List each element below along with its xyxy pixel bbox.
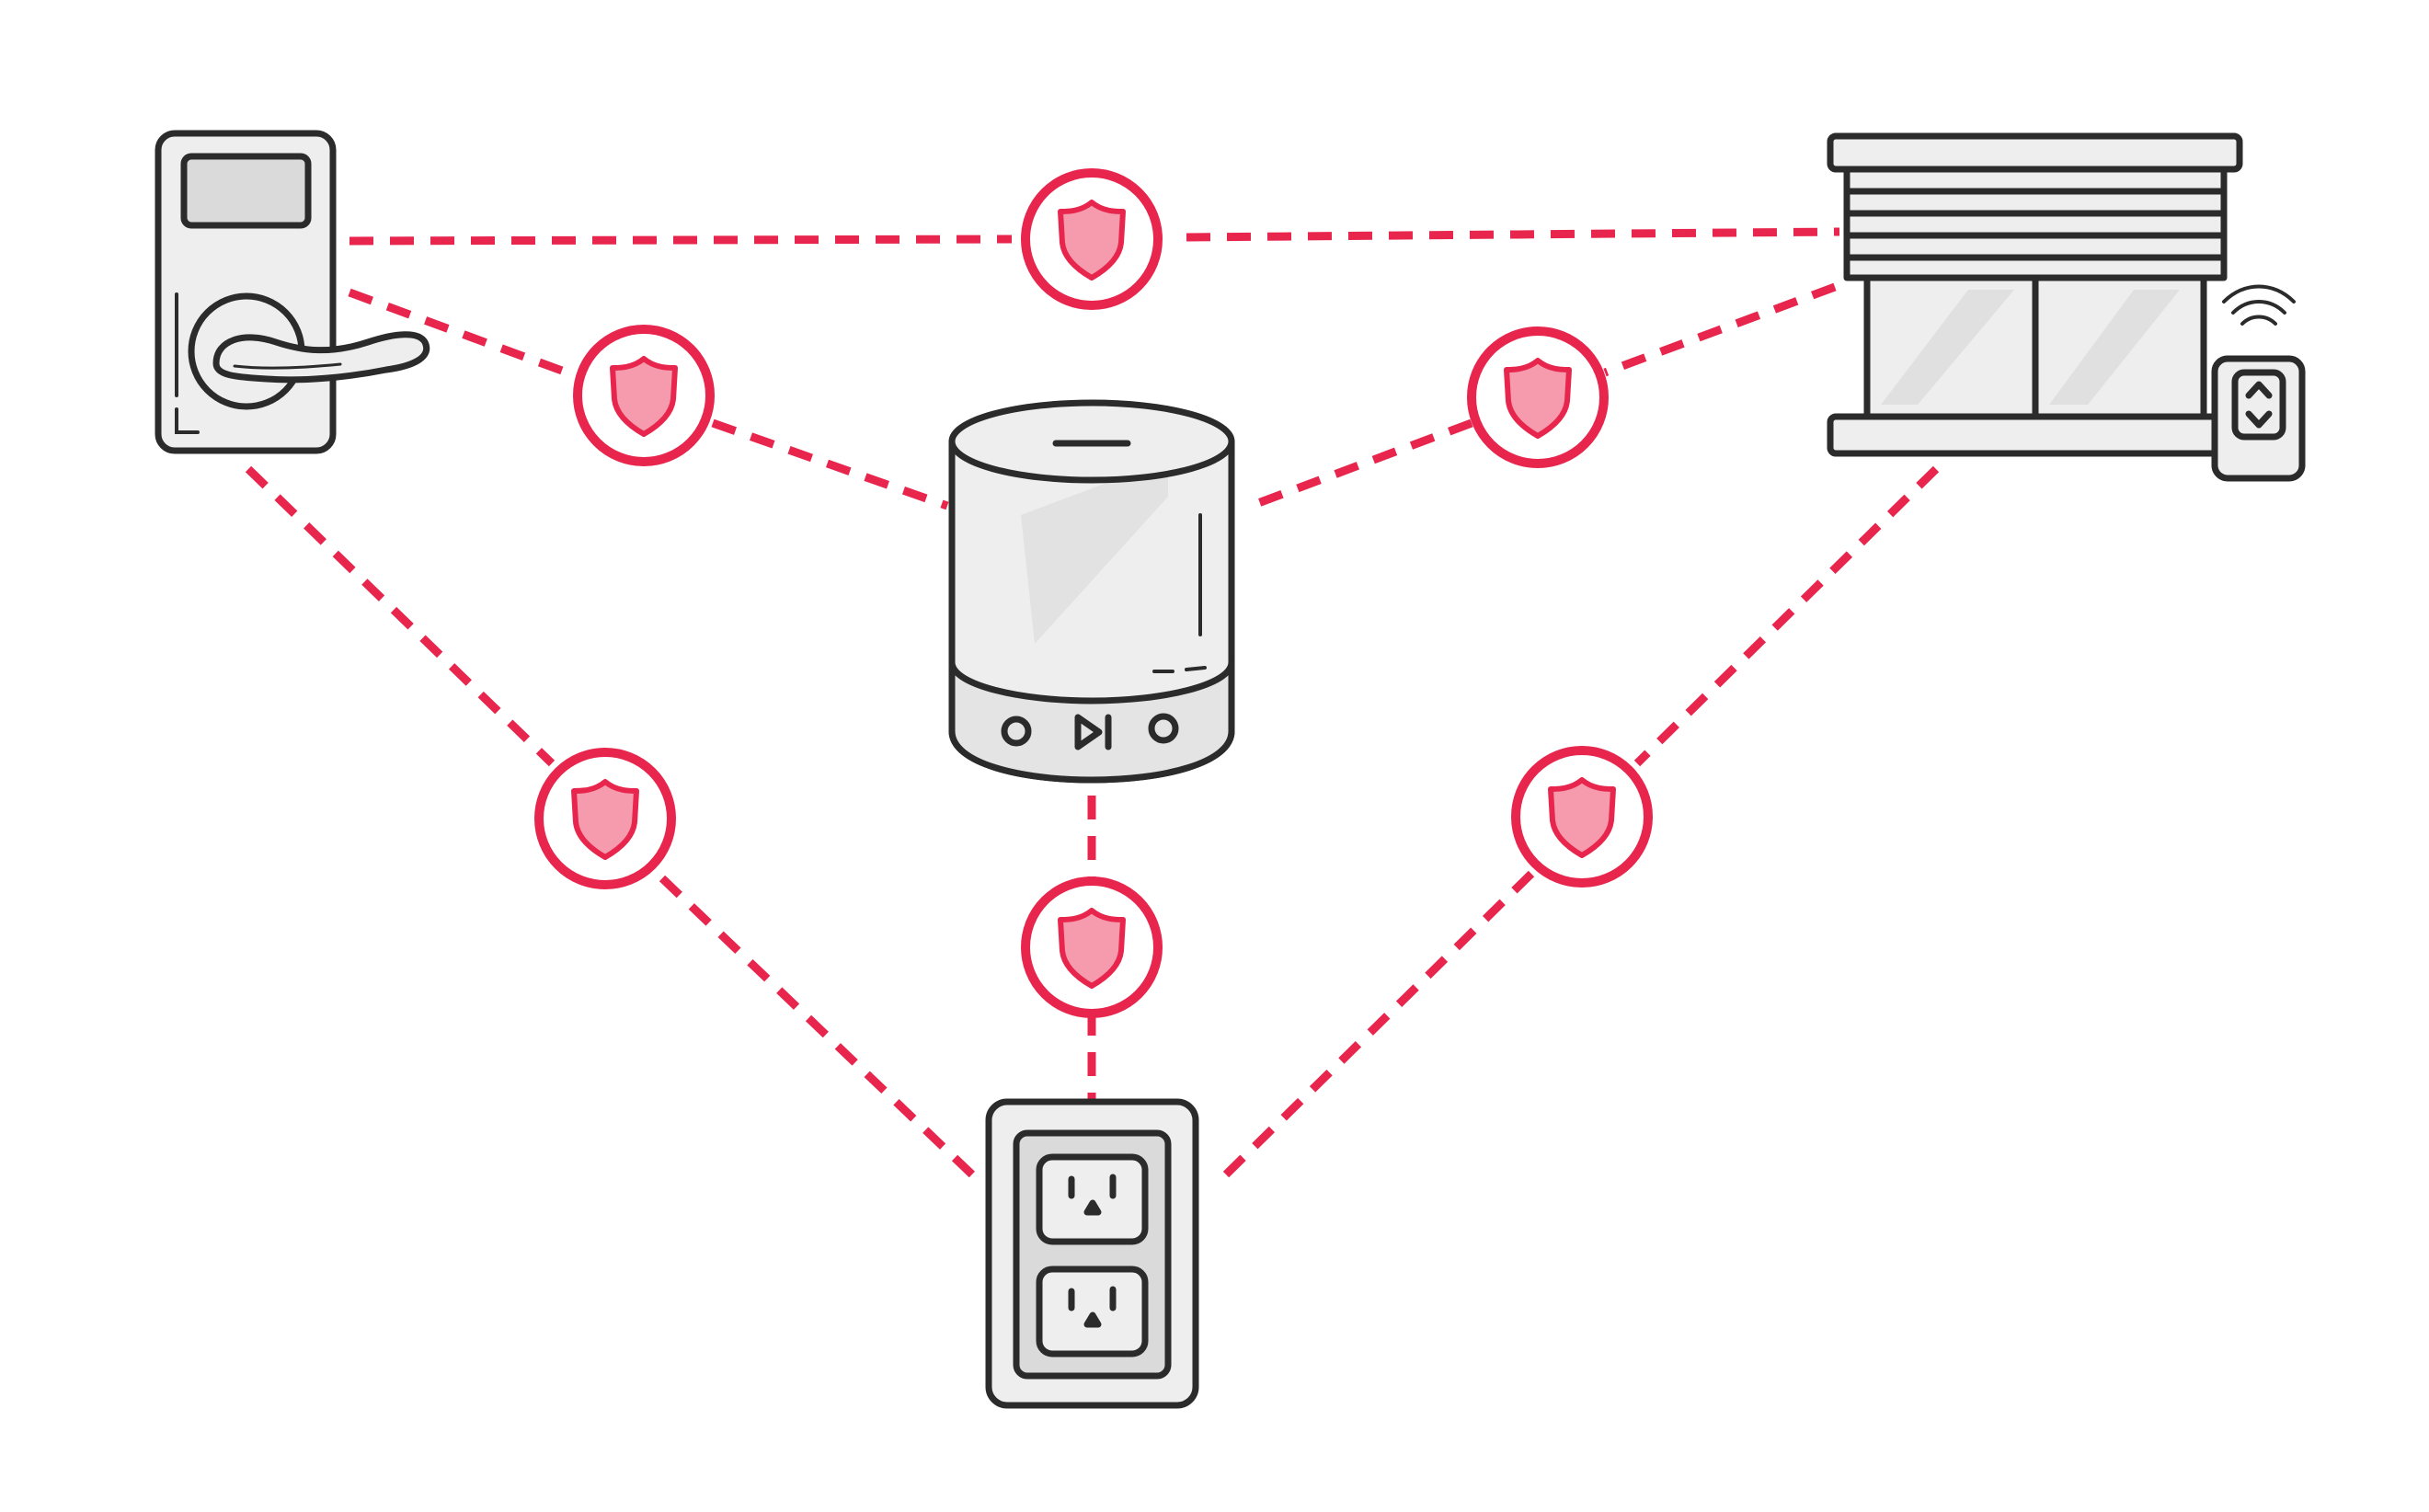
- shield-icon: [1058, 908, 1126, 989]
- outlet-receptacle-top: [1036, 1153, 1149, 1245]
- shield-badges: [534, 168, 1653, 1018]
- door-lock-icon: [155, 130, 430, 454]
- power-outlet-icon: [985, 1098, 1199, 1409]
- shield-badge-garage-outlet: [1511, 746, 1653, 888]
- wifi-signal-icon: [2231, 300, 2286, 315]
- lock-keypad: [180, 153, 312, 229]
- shield-icon: [571, 779, 639, 860]
- connection-line-garage-outlet: [1220, 465, 1940, 1181]
- speaker-volume-up-button: [1148, 713, 1179, 744]
- shield-badge-lock-outlet: [534, 748, 676, 889]
- shield-badge-garage-speaker: [1467, 326, 1609, 468]
- speaker-volume-down-button: [1001, 716, 1032, 747]
- garage-base: [1827, 413, 2243, 457]
- garage-door-icon: [1827, 132, 2243, 457]
- garage-door-slats: [1843, 166, 2228, 281]
- up-down-arrows-icon: [2245, 381, 2273, 429]
- outlet-prongs-top: [1068, 1174, 1117, 1216]
- outlet-receptacle-bottom: [1036, 1266, 1149, 1357]
- connection-line-lock-garage: [349, 227, 1840, 246]
- wireless-remote-icon: [2211, 284, 2306, 482]
- play-pause-icon: [1074, 714, 1112, 750]
- wifi-signal-icon: [2222, 284, 2296, 304]
- garage-window-reflection: [2049, 290, 2180, 405]
- wifi-signal-icon: [2240, 315, 2277, 326]
- lock-edge-line: [175, 407, 200, 434]
- garage-slat-lines: [1843, 188, 2228, 261]
- speaker-side-line: [1152, 666, 1207, 673]
- shield-badge-speaker-outlet: [1021, 876, 1163, 1018]
- shield-icon: [610, 356, 678, 437]
- speaker-icon: [948, 399, 1235, 784]
- shield-badge-lock-speaker: [573, 325, 715, 466]
- speaker-reflection: [1021, 460, 1168, 644]
- lock-handle-highlight: [233, 362, 342, 370]
- garage-roof: [1827, 132, 2243, 173]
- remote-button-panel: [2231, 369, 2286, 441]
- connection-line-lock-outlet: [245, 465, 979, 1181]
- shield-icon: [1548, 777, 1616, 858]
- outlet-prongs-bottom: [1068, 1286, 1117, 1328]
- connection-line-lock-speaker: [348, 288, 949, 510]
- speaker-control-band: [948, 659, 1235, 784]
- garage-window-reflection: [1881, 290, 2014, 405]
- connection-lines: [245, 227, 1940, 1181]
- shield-icon: [1504, 358, 1572, 439]
- connection-line-garage-speaker: [1249, 282, 1837, 510]
- shield-badge-lock-garage: [1021, 168, 1163, 310]
- shield-icon: [1058, 200, 1126, 281]
